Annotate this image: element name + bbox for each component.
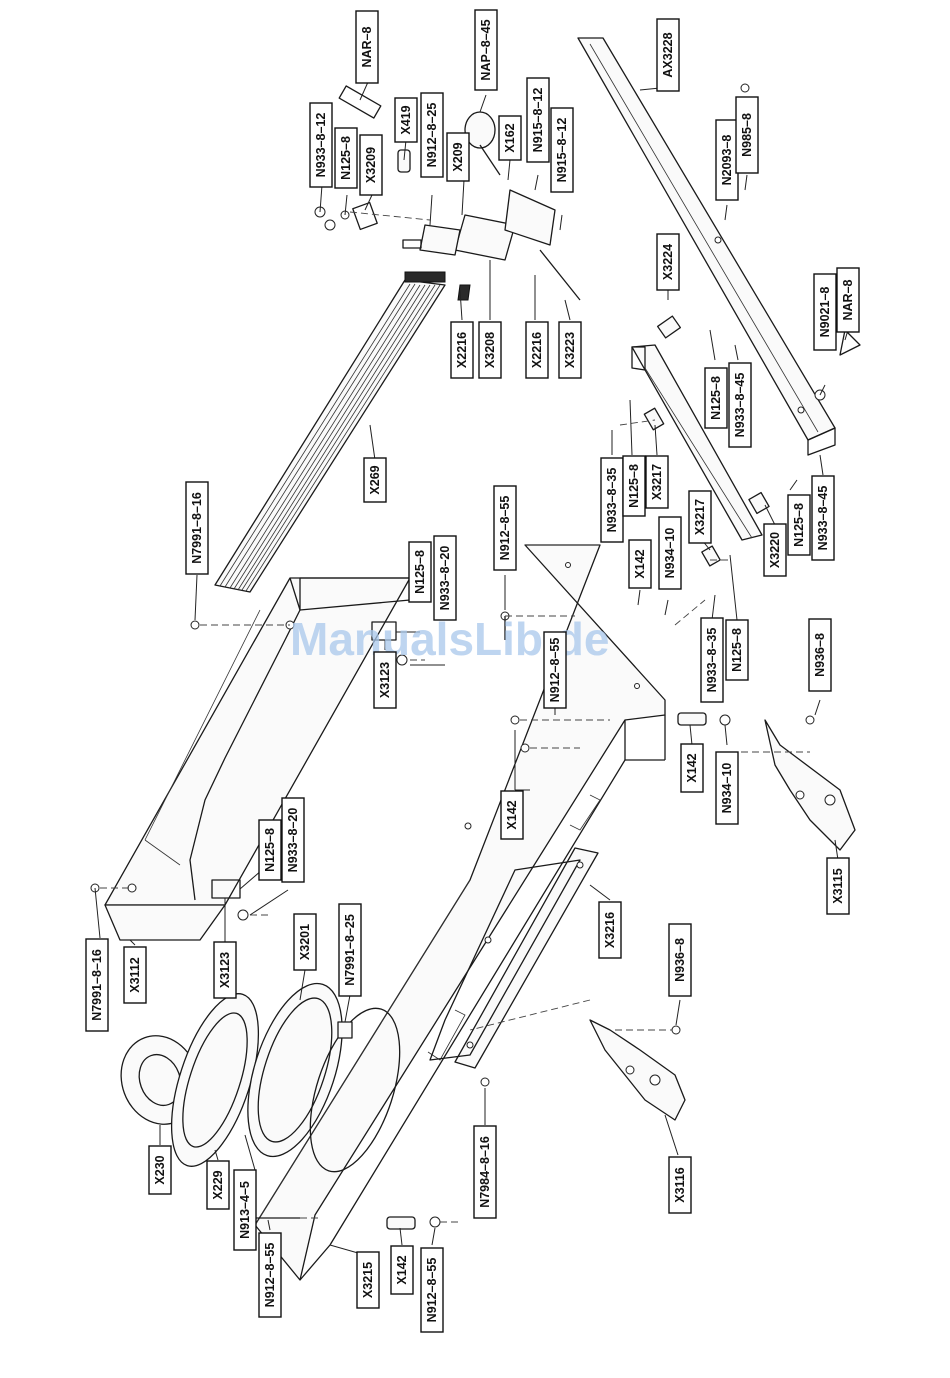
label-n125-8-g: N125–8	[263, 828, 277, 872]
label-n125-8-b: N125–8	[709, 376, 723, 420]
label-n2093-8: N2093–8	[720, 135, 734, 186]
label-n912-8-25: N912–8–25	[425, 103, 439, 168]
label-x3209: X3209	[364, 147, 378, 183]
label-n125-8-a: N125–8	[339, 136, 353, 180]
label-x3123-a: X3123	[378, 662, 392, 698]
rail-bar	[577, 37, 836, 456]
label-n933-8-45-b: N933–8–45	[816, 486, 830, 551]
label-n933-8-45-a: N933–8–45	[733, 373, 747, 438]
label-n7991-8-16-bot: N7991–8–16	[90, 949, 104, 1021]
label-x230: X230	[153, 1155, 167, 1184]
part-labels: NAR–8 N933–8–12 N125–8 X3209 X419 N912–8…	[85, 9, 860, 1333]
label-x142-b: X142	[505, 800, 519, 829]
label-x3220: X3220	[768, 532, 782, 568]
slide-bar	[429, 847, 599, 1069]
label-x269: X269	[368, 465, 382, 494]
label-x3201: X3201	[298, 924, 312, 960]
label-n936-8-b: N936–8	[673, 938, 687, 982]
hardware	[90, 83, 861, 1230]
label-x142-a: X142	[633, 549, 647, 578]
label-x3208: X3208	[483, 332, 497, 368]
label-nar8-top: NAR–8	[360, 26, 374, 67]
label-nap-8-45: NAP–8–45	[479, 19, 493, 80]
label-x162: X162	[503, 123, 517, 152]
label-x3216: X3216	[603, 912, 617, 948]
label-n934-10-b: N934–10	[720, 763, 734, 814]
label-n933-8-35-a: N933–8–35	[605, 468, 619, 533]
label-n912-8-55-br: N912–8–55	[425, 1258, 439, 1323]
label-x3223: X3223	[563, 332, 577, 368]
label-n985-8: N985–8	[740, 113, 754, 157]
label-x3115: X3115	[831, 868, 845, 904]
label-nar8-right: NAR–8	[841, 279, 855, 320]
bracket-right	[764, 719, 856, 851]
label-n125-8-e: N125–8	[413, 550, 427, 594]
label-n934-10-a: N934–10	[663, 528, 677, 579]
label-x3116: X3116	[673, 1167, 687, 1203]
label-ax3228: AX3228	[661, 32, 675, 77]
label-n125-8-d: N125–8	[792, 503, 806, 547]
label-n125-8-c: N125–8	[627, 464, 641, 508]
label-n125-8-f: N125–8	[730, 628, 744, 672]
label-x2216-b: X2216	[530, 332, 544, 368]
bearing-rings	[120, 982, 401, 1173]
label-n9021-8: N9021–8	[818, 287, 832, 338]
label-n933-8-35-b: N933–8–35	[705, 628, 719, 693]
label-x3215: X3215	[361, 1262, 375, 1298]
label-x3217-b: X3217	[693, 499, 707, 535]
label-x209: X209	[451, 142, 465, 171]
label-x3123-b: X3123	[218, 952, 232, 988]
label-x3112: X3112	[128, 957, 142, 993]
label-n915-8-12-b: N915–8–12	[555, 118, 569, 183]
label-n7991-8-25: N7991–8–25	[343, 914, 357, 986]
label-n7984-8-16: N7984–8–16	[478, 1136, 492, 1208]
label-x229: X229	[211, 1170, 225, 1199]
label-n912-8-55-bl: N912–8–55	[263, 1243, 277, 1308]
label-n936-8-a: N936–8	[813, 633, 827, 677]
assembly-lines	[100, 211, 810, 1223]
label-n912-8-55-top: N912–8–55	[498, 496, 512, 561]
bracket-left	[589, 1019, 686, 1121]
aluminum-extrusion	[214, 271, 446, 593]
label-x3224: X3224	[661, 244, 675, 280]
clamp-assembly	[314, 85, 581, 301]
label-n912-8-55-mid: N912–8–55	[548, 638, 562, 703]
cross-bar	[631, 344, 763, 541]
label-n933-8-20-b: N933–8–20	[286, 808, 300, 873]
label-n933-8-12: N933–8–12	[314, 113, 328, 178]
label-n7991-8-16-top: N7991–8–16	[190, 492, 204, 564]
label-x142-c: X142	[685, 753, 699, 782]
leader-lines	[94, 81, 849, 1256]
label-x2216-a: X2216	[455, 332, 469, 368]
label-n933-8-20-a: N933–8–20	[438, 546, 452, 611]
label-n913-4-5: N913–4–5	[238, 1181, 252, 1239]
label-x419: X419	[399, 105, 413, 134]
label-x142-d: X142	[395, 1255, 409, 1284]
main-fence-body	[254, 544, 666, 1281]
label-n915-8-12-a: N915–8–12	[531, 88, 545, 153]
label-x3217-a: X3217	[650, 464, 664, 500]
